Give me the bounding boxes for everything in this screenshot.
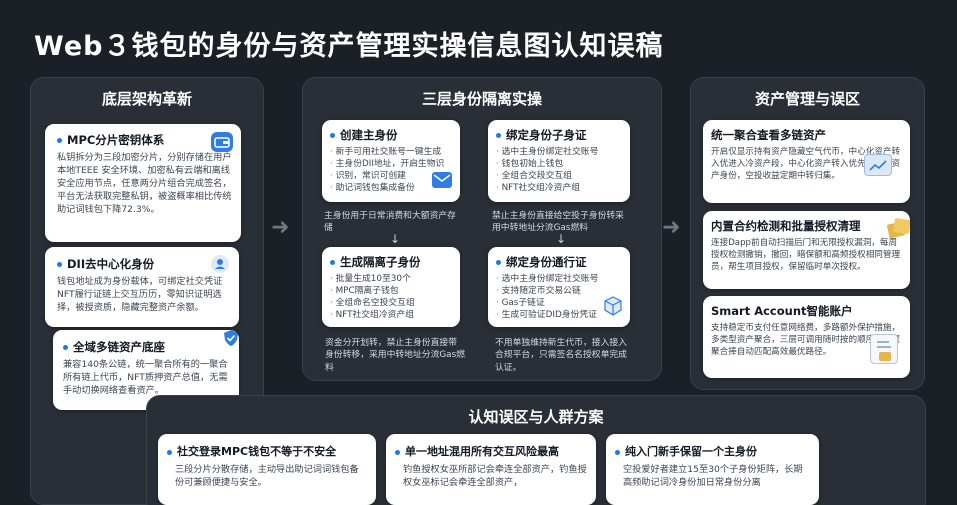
card-multichain-text: 兼容140条公链，统一聚合所有的一聚合所有链上代币，NFT质押资产总值，无需手动… xyxy=(63,359,228,396)
user-id-icon xyxy=(211,255,229,273)
shield-check-icon xyxy=(221,330,239,348)
myth-single-address: 单一地址混用所有交互风险最高 钓鱼授权女巫所部记会牵连全部资产，钓鱼授权女巫标记… xyxy=(386,434,596,505)
card-did: DII去中心化身份 钱包地址成为身份载体，可绑定社交凭证NFT履行证链上交互历历… xyxy=(45,247,239,327)
document-check-icon xyxy=(870,334,898,364)
bullet-icon xyxy=(496,133,501,138)
bullet-icon xyxy=(63,345,68,350)
line: Gas子链证 xyxy=(496,297,622,309)
bullet-icon xyxy=(330,260,335,265)
step-generate-isolated-identity: 生成隔离子身份 批量生成10至30个 MPC隔离子钱包 全组命名空投交互组 NF… xyxy=(322,247,460,327)
line: NFT社交组冷资产组 xyxy=(496,182,622,194)
line: NFT社交组冷资产组 xyxy=(330,309,452,321)
card-mpc: MPC分片密钥体系 私钥拆分为三段加密分片，分别存储在用户本地TEEE 安全环境… xyxy=(45,124,241,242)
bullet-icon xyxy=(330,133,335,138)
mail-icon xyxy=(432,172,452,188)
step-bind-sub-credential: 绑定身份子身证 选中主身份绑定社交账号 钱包初始上钱包 全组合交段交互组 NFT… xyxy=(488,120,630,202)
step-bind-pass-lines: 选中主身份绑定社交账号 支持随定币交易公链 Gas子链证 生成可验证DID身份凭… xyxy=(496,273,622,322)
left-panel-heading: 底层架构革新 xyxy=(101,90,192,108)
line: 识别，常识可创建 xyxy=(330,170,452,182)
middle-panel-heading: 三层身份隔离实操 xyxy=(421,90,542,108)
bullet-icon xyxy=(167,449,172,455)
card-did-text: 钱包地址成为身份载体，可绑定社交凭证NFT履行证链上交互历历，零知识证明选择，被… xyxy=(57,276,223,313)
card-aggregate-text: 开启仅显示持有资产隐藏空气代币，中心化资产转入优进入冷资产段，中心化资产转入优先… xyxy=(711,147,901,182)
step-create-lines: 新手可用社交账号一键生成 主身份DII地址，开启生物识 识别，常识可创建 助记词… xyxy=(330,146,452,195)
line: 主身份DII地址，开启生物识 xyxy=(330,158,452,170)
caption-main-identity: 主身份用于日常消费和大额资产存储 xyxy=(324,211,456,234)
line: 助记词钱包集成备份 xyxy=(330,182,452,194)
card-aggregate-title: 统一聚合查看多链资产 xyxy=(711,128,826,142)
cube-icon xyxy=(602,295,624,317)
bullet-icon xyxy=(615,449,620,455)
gold-stack-icon xyxy=(886,215,910,241)
bullet-icon xyxy=(57,262,62,267)
line: 选中主身份绑定社交账号 xyxy=(496,146,622,158)
line: MPC隔离子钱包 xyxy=(330,285,452,297)
bottom-panel-heading: 认知误区与人群方案 xyxy=(468,408,604,426)
card-multichain-title: 全域多链资产底座 xyxy=(63,339,231,355)
step-bind-sub-lines: 选中主身份绑定社交账号 钱包初始上钱包 全组合交段交互组 NFT社交组冷资产组 xyxy=(496,146,622,195)
wallet-icon xyxy=(211,132,233,152)
page-title: Web３钱包的身份与资产管理实操信息图认知误稿 xyxy=(34,31,664,62)
myth-social-login: 社交登录MPC钱包不等于不安全 三段分片分散存储，主动导出助记词词钱包备份可兼顾… xyxy=(158,434,376,505)
line: 支持随定币交易公链 xyxy=(496,285,622,297)
card-smart-account: Smart Account智能账户 支持稳定币支付任意网络费，多路额外保护措施，… xyxy=(703,296,910,378)
caption-fund-split: 资金分开划转，禁止主身份直接带身份转移，采用中转地址分流Gas燃料 xyxy=(325,338,465,373)
arrow-down-icon: ↓ xyxy=(556,232,567,246)
line: 生成可验证DID身份凭证 xyxy=(496,309,622,321)
line: 新手可用社交账号一键生成 xyxy=(330,146,452,158)
arrow-down-icon: ↓ xyxy=(390,232,401,246)
card-contract-title: 内置合约检测和批量授权清理 xyxy=(711,219,861,233)
step-generate-title: 生成隔离子身份 xyxy=(330,254,452,270)
myth-single-title: 单一地址混用所有交互风险最高 xyxy=(395,443,587,459)
arrow-right-icon: ➜ xyxy=(662,215,681,240)
myth-social-title: 社交登录MPC钱包不等于不安全 xyxy=(167,443,367,459)
bullet-icon xyxy=(57,138,62,143)
card-did-title: DII去中心化身份 xyxy=(57,256,231,272)
caption-compliance: 不用单独维持新生代币，接入接入合规平台，只需签名名授权单完成认证。 xyxy=(495,338,627,373)
right-panel-heading: 资产管理与误区 xyxy=(754,90,860,108)
bullet-icon xyxy=(496,260,501,265)
step-create-title: 创建主身份 xyxy=(330,127,452,143)
card-aggregate-assets: 统一聚合查看多链资产 开启仅显示持有资产隐藏空气代币，中心化资产转入优进入冷资产… xyxy=(703,120,910,203)
line: 全组合交段交互组 xyxy=(496,170,622,182)
chart-window-icon xyxy=(864,154,892,176)
line: 选中主身份绑定社交账号 xyxy=(496,273,622,285)
step-bind-pass: 绑定身份通行证 选中主身份绑定社交账号 支持随定币交易公链 Gas子链证 生成可… xyxy=(488,247,630,327)
step-bind-sub-title: 绑定身份子身证 xyxy=(496,127,622,143)
arrow-right-icon: ➜ xyxy=(271,215,290,240)
card-contract-detection: 内置合约检测和批量授权清理 连接Dapp前自动扫描后门和无限授权漏洞，每周授权检… xyxy=(703,211,910,289)
solution-beginner-text: 空投爱好者建立15至30个子身份矩阵，长期高频助记词冷身份加日常身份分离 xyxy=(623,464,803,488)
myth-single-text: 钓鱼授权女巫所部记会牵连全部资产，钓鱼授权女巫标记会牵连全部资产， xyxy=(403,464,587,488)
card-mpc-text: 私钥拆分为三段加密分片，分别存储在用户本地TEEE 安全环境、加密私有云端和离线… xyxy=(57,152,232,215)
step-generate-lines: 批量生成10至30个 MPC隔离子钱包 全组命名空投交互组 NFT社交组冷资产组 xyxy=(330,273,452,322)
line: 全组命名空投交互组 xyxy=(330,297,452,309)
step-bind-pass-title: 绑定身份通行证 xyxy=(496,254,622,270)
card-contract-text: 连接Dapp前自动扫描后门和无限授权漏洞，每周授权检测撤销，撤回，暗保额和高频授… xyxy=(711,238,901,273)
line: 钱包初始上钱包 xyxy=(496,158,622,170)
caption-gas-flow: 禁止主身份直接给空投子身份转采用中转地址分流Gas燃料 xyxy=(492,211,624,234)
solution-beginner-title: 纯入门新手保留一个主身份 xyxy=(615,443,810,459)
card-smart-text: 支持稳定币支付任意网络费，多路额外保护措施，多类型资产聚合，三层可调用随时按的顺… xyxy=(711,323,901,358)
card-smart-title: Smart Account智能账户 xyxy=(711,304,853,318)
step-create-main-identity: 创建主身份 新手可用社交账号一键生成 主身份DII地址，开启生物识 识别，常识可… xyxy=(322,120,460,202)
myth-social-text: 三段分片分散存储，主动导出助记词词钱包备份可兼顾便捷与安全。 xyxy=(175,464,359,488)
bullet-icon xyxy=(395,449,400,455)
solution-beginner: 纯入门新手保留一个主身份 空投爱好者建立15至30个子身份矩阵，长期高频助记词冷… xyxy=(606,434,819,505)
card-mpc-title: MPC分片密钥体系 xyxy=(57,132,233,148)
line: 批量生成10至30个 xyxy=(330,273,452,285)
